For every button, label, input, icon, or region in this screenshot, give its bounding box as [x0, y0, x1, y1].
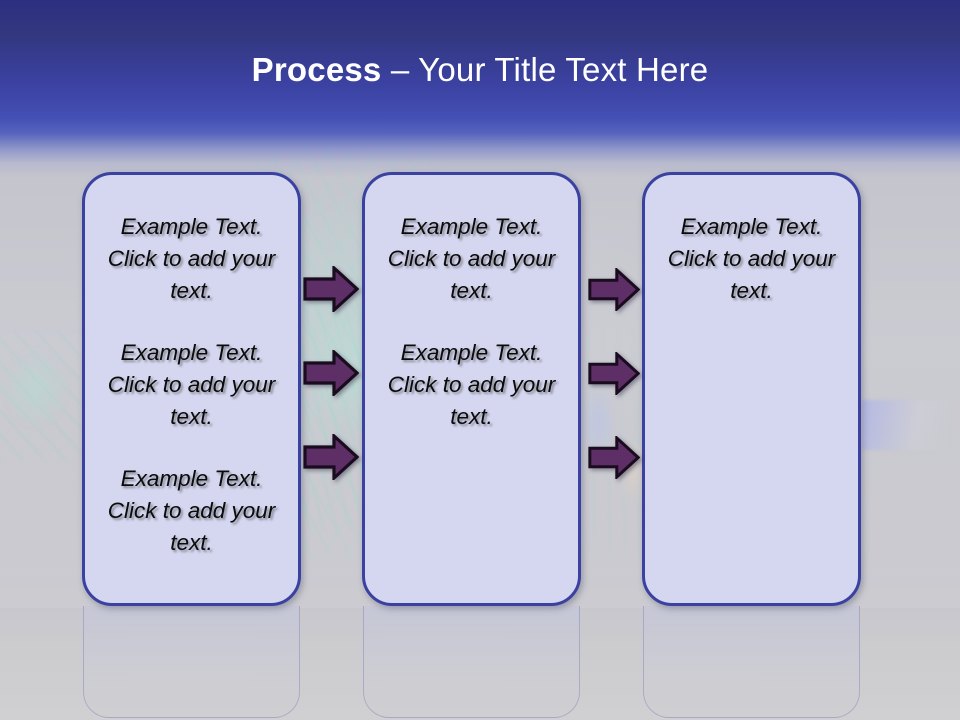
arrow-right-icon-2-1 — [588, 268, 640, 311]
process-box-2-paragraph-1: Example Text. Click to add your text. — [387, 214, 556, 303]
page-title-rest: – Your Title Text Here — [381, 51, 709, 88]
box-reflection-1 — [83, 606, 300, 718]
process-box-3-paragraph-1: Example Text. Click to add your text. — [667, 214, 836, 303]
arrow-right-icon-1-3 — [303, 434, 359, 480]
page-title-strong: Process — [251, 51, 382, 88]
process-box-1-paragraph-1: Example Text. Click to add your text. — [107, 214, 276, 303]
process-box-2-text: Example Text. Click to add your text. Ex… — [379, 211, 564, 433]
arrow-right-icon-2-3 — [588, 436, 640, 479]
box-reflection-3 — [643, 606, 860, 718]
arrow-right-icon-2-2 — [588, 352, 640, 395]
arrow-right-icon-1-2 — [303, 350, 359, 396]
process-box-3-text: Example Text. Click to add your text. — [659, 211, 844, 307]
arrow-right-icon-1-1 — [303, 266, 359, 312]
process-box-1-text: Example Text. Click to add your text. Ex… — [99, 211, 284, 559]
process-box-3[interactable]: Example Text. Click to add your text. — [642, 172, 861, 606]
process-box-1-paragraph-3: Example Text. Click to add your text. — [107, 466, 276, 555]
process-box-2[interactable]: Example Text. Click to add your text. Ex… — [362, 172, 581, 606]
process-box-2-paragraph-2: Example Text. Click to add your text. — [387, 340, 556, 429]
title-band — [0, 0, 960, 185]
box-reflection-2 — [363, 606, 580, 718]
page-title: Process – Your Title Text Here — [0, 48, 960, 92]
process-box-1-paragraph-2: Example Text. Click to add your text. — [107, 340, 276, 429]
process-box-1[interactable]: Example Text. Click to add your text. Ex… — [82, 172, 301, 606]
